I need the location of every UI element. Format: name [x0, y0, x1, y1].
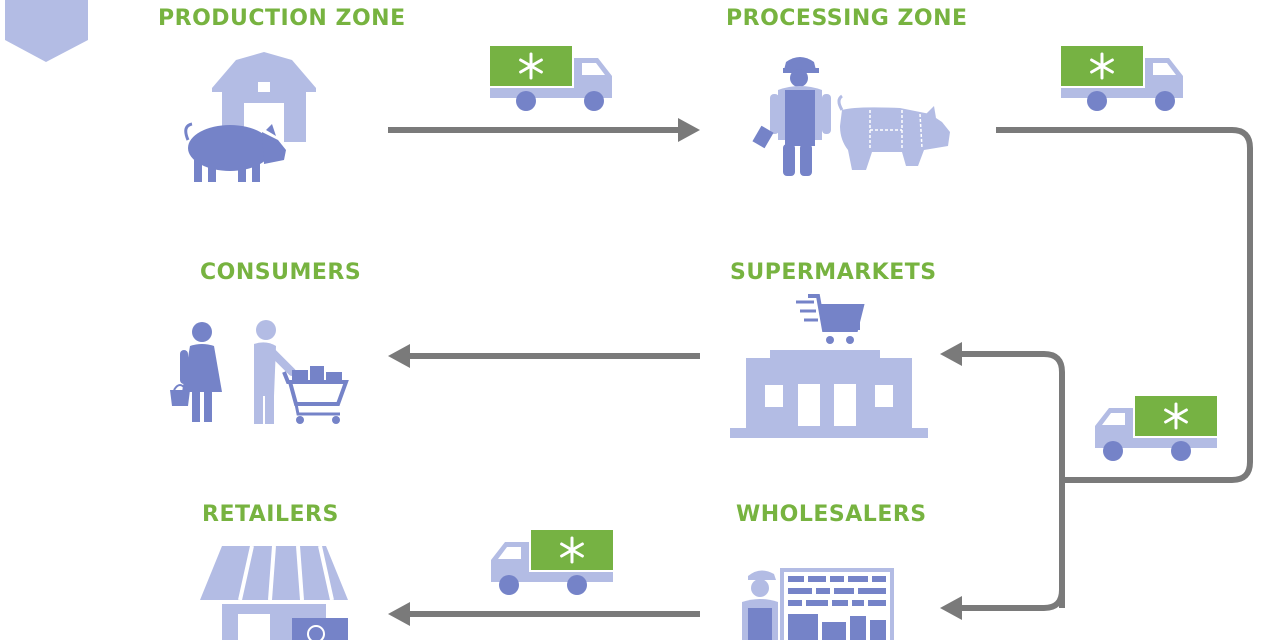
shopping-cart-icon [796, 294, 865, 344]
wholesalers-label: WHOLESALERS [736, 502, 927, 527]
refrigerated-truck-icon [1059, 44, 1185, 113]
shelving-icon [780, 568, 894, 640]
butcher-icon [752, 57, 831, 176]
production-zone-label: PRODUCTION ZONE [158, 6, 406, 31]
arrow-to-supermarkets [940, 342, 1065, 608]
supermarkets-label: SUPERMARKETS [730, 260, 937, 285]
connector-processing-to-distribution [996, 127, 1253, 483]
shop-awning-icon [200, 545, 348, 640]
refrigerated-truck-icon [1093, 394, 1219, 463]
arrow-production-to-processing [388, 118, 700, 142]
refrigerated-truck-icon [488, 44, 614, 113]
corner-badge [5, 0, 88, 62]
retailers-label: RETAILERS [202, 502, 339, 527]
shopper-cart-icon [254, 320, 349, 424]
consumers-label: CONSUMERS [200, 260, 362, 285]
pork-cuts-icon [837, 94, 950, 170]
refrigerated-truck-icon [489, 528, 615, 597]
warehouse-worker-icon [742, 570, 778, 640]
arrow-to-wholesalers [940, 480, 1065, 620]
arrow-supermarkets-to-consumers [388, 344, 700, 368]
pig-icon [184, 122, 286, 182]
arrow-wholesalers-to-retailers [388, 602, 700, 626]
processing-zone-label: PROCESSING ZONE [726, 6, 968, 31]
shopper-basket-icon [170, 322, 222, 422]
supermarket-building-icon [730, 350, 928, 438]
